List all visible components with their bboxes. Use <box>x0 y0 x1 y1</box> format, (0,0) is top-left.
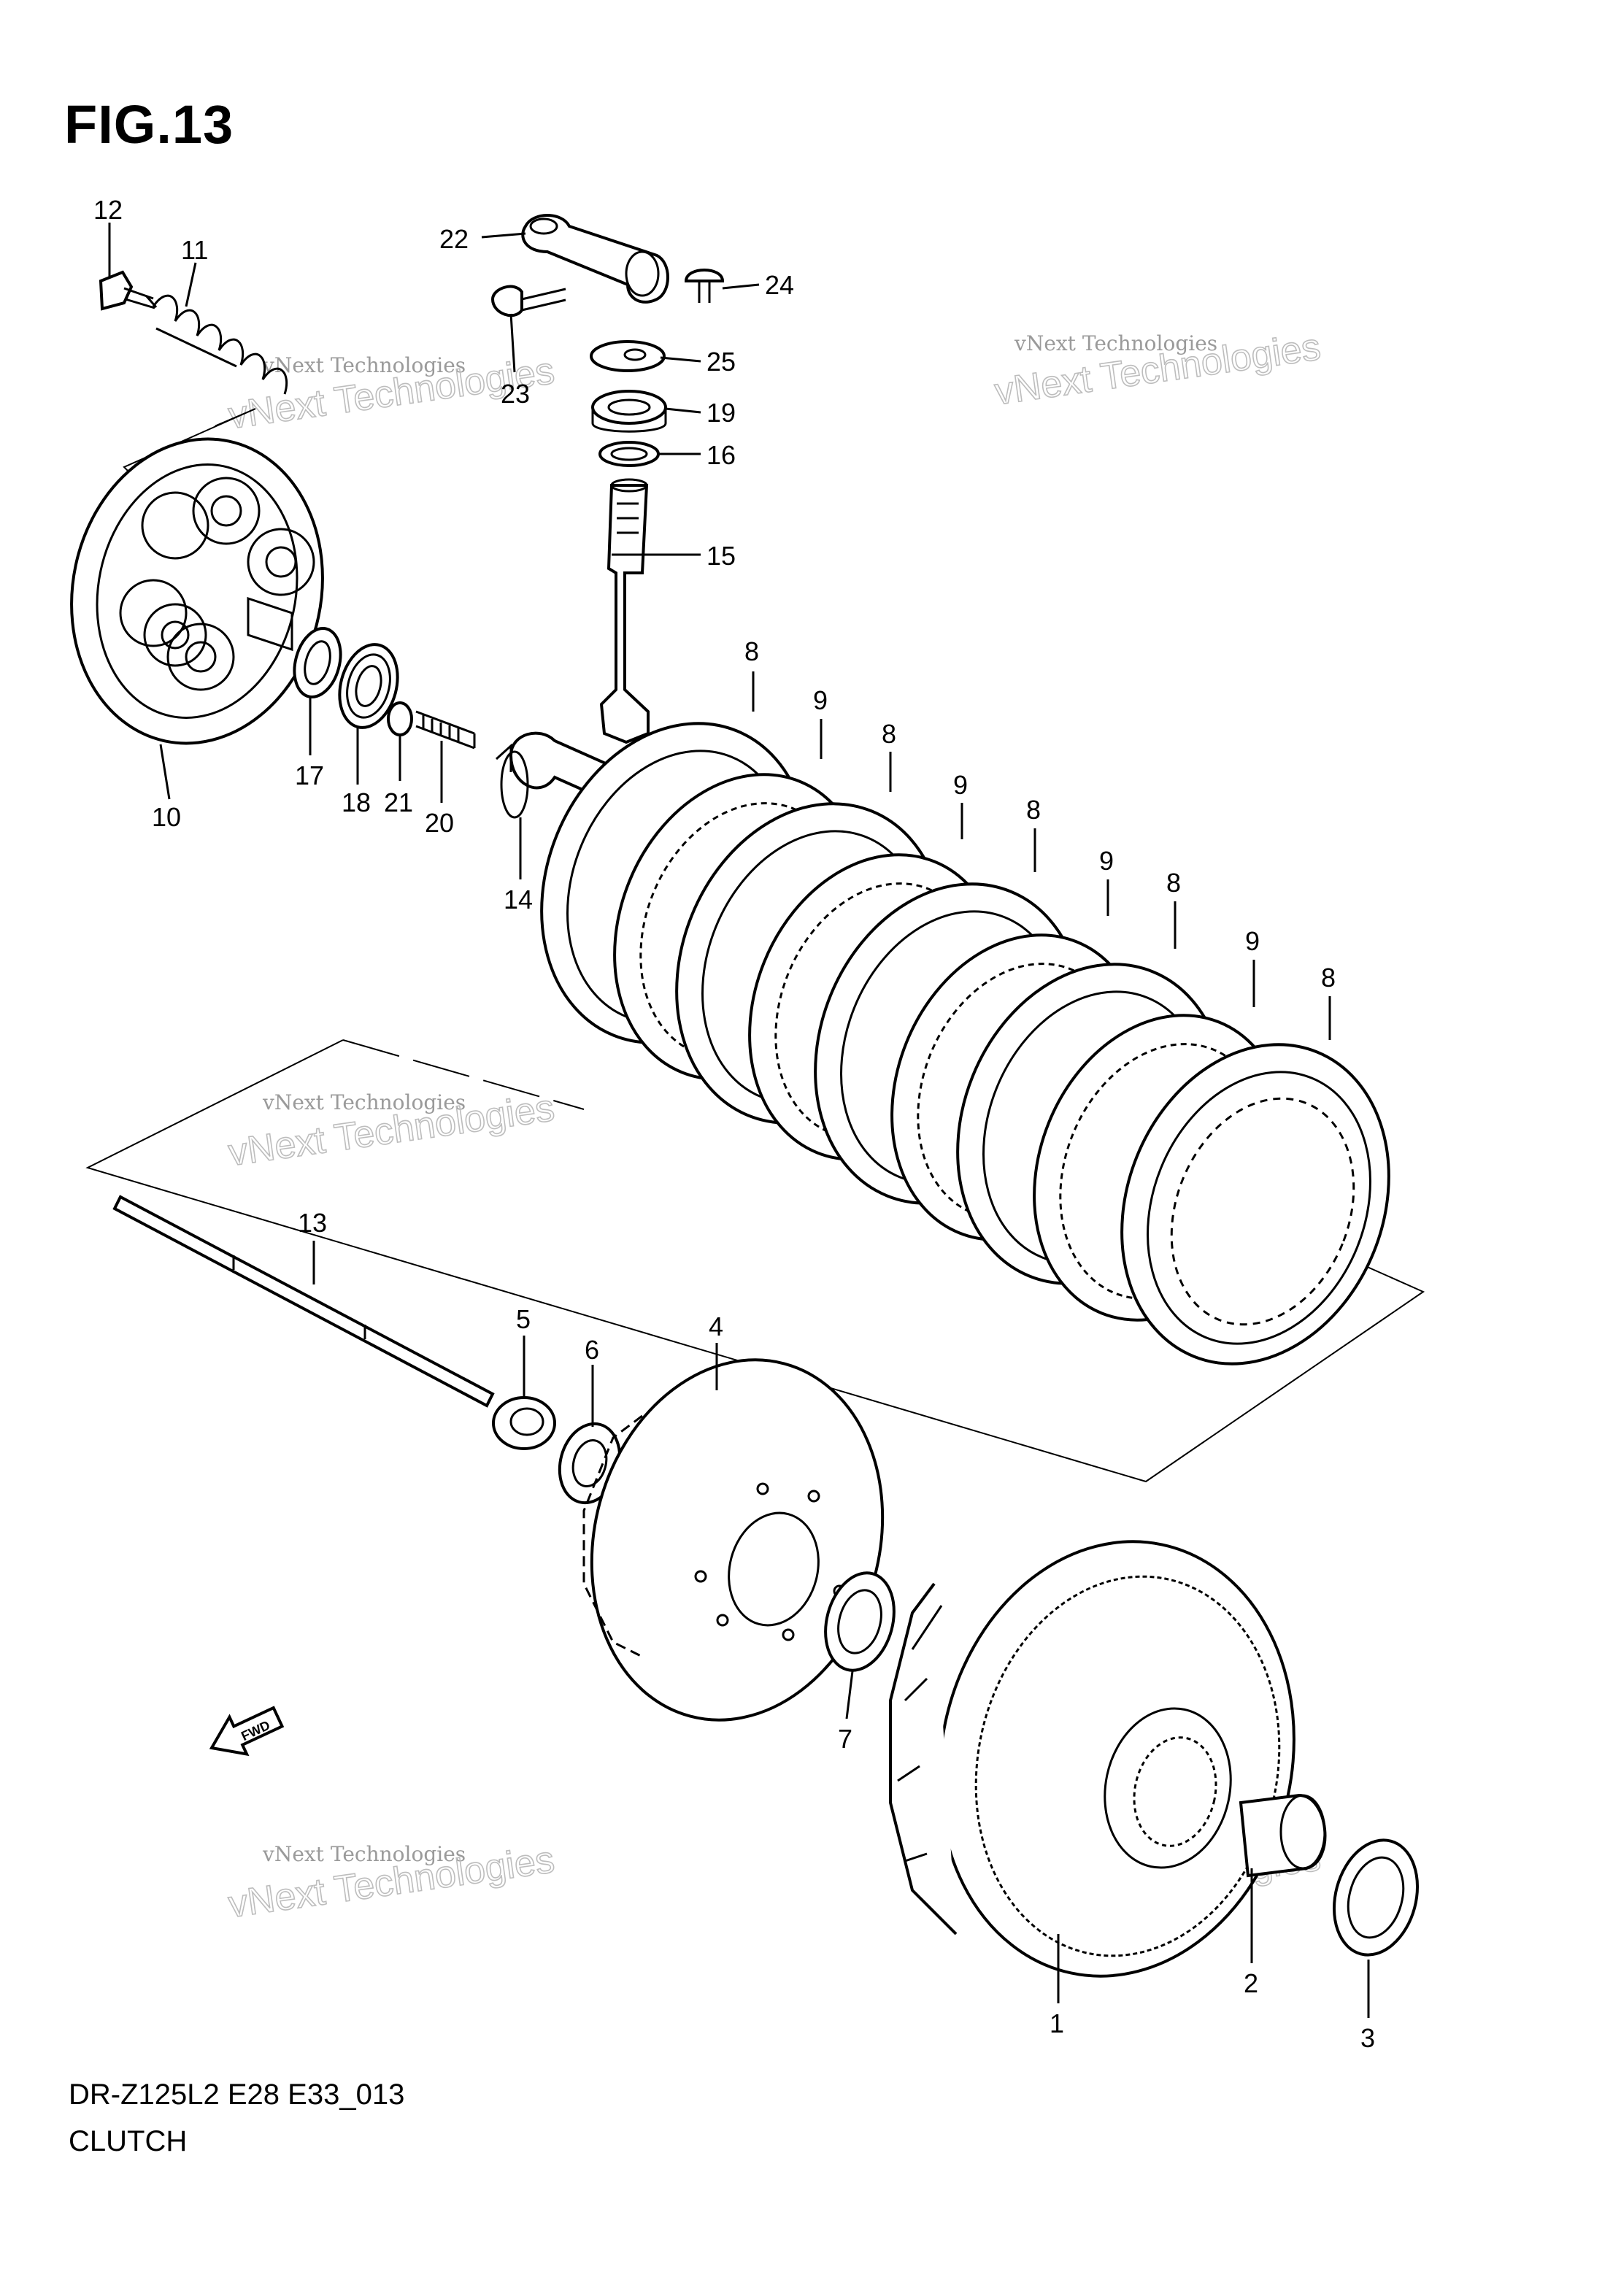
watermark: vNext Technologies vNext Technologies <box>991 325 1323 415</box>
callout-16: 16 <box>706 440 736 470</box>
callout-labels: 12 11 22 24 23 25 19 16 15 17 18 21 20 1… <box>93 195 1375 2053</box>
part-1-primary-driven-gear <box>889 1540 1295 1978</box>
model-code: DR-Z125L2 E28 E33_013 <box>69 2079 405 2111</box>
callout-8: 8 <box>882 719 896 749</box>
callout-7: 7 <box>838 1724 852 1754</box>
group-outline-plates <box>85 1039 1425 1483</box>
callout-9: 9 <box>813 685 828 715</box>
callout-3: 3 <box>1360 2023 1375 2053</box>
callout-14: 14 <box>504 885 533 914</box>
callout-5: 5 <box>516 1304 531 1334</box>
part-12-bolt <box>99 270 158 311</box>
callout-18: 18 <box>342 787 371 817</box>
part-4-sleeve-hub <box>582 1358 885 1722</box>
part-23-bolt <box>490 285 566 317</box>
callout-23: 23 <box>501 379 530 409</box>
callout-25: 25 <box>706 347 736 377</box>
part-11-spring <box>152 294 288 395</box>
callout-8: 8 <box>744 636 759 666</box>
svg-text:vNext Technologies: vNext Technologies <box>1014 331 1217 355</box>
callout-20: 20 <box>425 808 454 838</box>
watermark: vNext Technologies vNext Technologies <box>226 1838 558 1927</box>
callout-19: 19 <box>706 398 736 428</box>
callout-8: 8 <box>1166 868 1181 898</box>
callout-8: 8 <box>1026 795 1041 825</box>
svg-text:vNext Technologies: vNext Technologies <box>262 353 466 377</box>
callout-22: 22 <box>439 224 469 254</box>
part-2-spacer <box>1239 1793 1327 1878</box>
part-10-pressure-plate <box>70 437 324 745</box>
clutch-plate-stack <box>540 722 1390 1365</box>
callout-2: 2 <box>1244 1968 1258 1998</box>
callout-9: 9 <box>953 770 968 800</box>
callout-10: 10 <box>152 802 181 832</box>
callout-1: 1 <box>1050 2008 1064 2038</box>
part-19-oil-seal <box>591 390 667 433</box>
callout-13: 13 <box>298 1208 327 1238</box>
part-17-washer <box>293 626 342 699</box>
part-15-release-shaft <box>599 478 650 744</box>
part-7-thrust-washer <box>824 1571 896 1672</box>
part-21-nut <box>387 701 413 736</box>
callout-9: 9 <box>1245 926 1260 956</box>
part-20-screw <box>415 710 476 750</box>
part-13-push-rod <box>112 1195 495 1408</box>
part-24-screw <box>684 269 725 303</box>
callout-6: 6 <box>585 1335 599 1365</box>
fwd-arrow-icon: FWD <box>209 1706 285 1757</box>
part-25-washer <box>590 340 666 372</box>
section-name: CLUTCH <box>69 2125 188 2157</box>
callout-11: 11 <box>181 235 208 265</box>
callout-24: 24 <box>765 270 794 300</box>
leader-lines <box>108 223 1370 2018</box>
svg-text:vNext Technologies: vNext Technologies <box>262 1090 466 1114</box>
figure-title: FIG.13 <box>64 94 234 155</box>
callout-12: 12 <box>93 195 123 225</box>
part-3-thrust-washer <box>1332 1838 1420 1957</box>
callout-4: 4 <box>709 1311 723 1341</box>
part-5-nut <box>492 1396 556 1450</box>
callout-21: 21 <box>384 787 413 817</box>
callout-15: 15 <box>706 541 736 571</box>
part-16-washer <box>598 441 660 467</box>
svg-text:vNext Technologies: vNext Technologies <box>262 1842 466 1866</box>
callout-8: 8 <box>1321 963 1336 993</box>
callout-9: 9 <box>1099 846 1114 876</box>
part-22-release-arm <box>521 214 669 304</box>
watermark: vNext Technologies vNext Technologies <box>226 1086 558 1175</box>
part-8-drive-plate <box>1120 1043 1390 1365</box>
callout-17: 17 <box>295 760 324 790</box>
